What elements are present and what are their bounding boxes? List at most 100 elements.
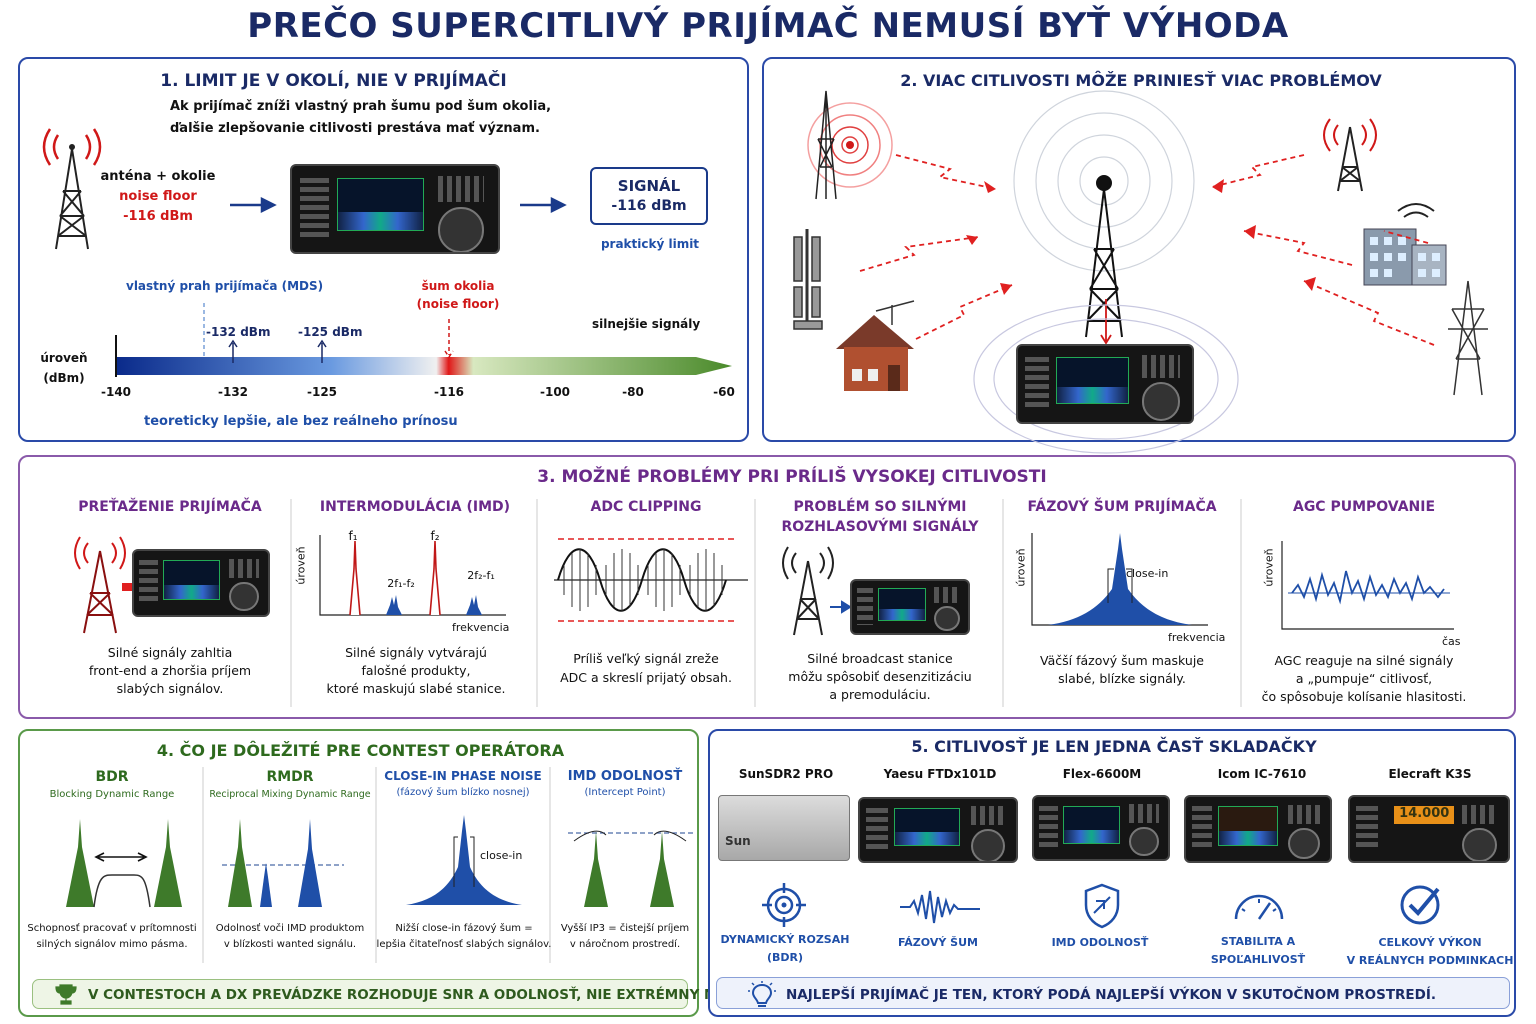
interference-illustration — [793, 90, 1488, 454]
tick-label: -100 — [539, 385, 571, 399]
broadcast-desc: môžu spôsobiť desenzitizáciu — [788, 669, 972, 684]
radio-model-name: Yaesu FTDx101D — [883, 767, 997, 781]
imd-resistance-desc: v náročnom prostredí. — [569, 939, 681, 950]
close-in-desc: Nižší close-in fázový šum = — [395, 923, 533, 934]
adc-clipping-chart — [554, 538, 748, 622]
bdr-chart — [66, 819, 182, 908]
imd-y-axis-label: úroveň — [294, 546, 308, 585]
elecraft-image: 14.000 — [1348, 795, 1510, 863]
trophy-icon — [55, 984, 77, 1005]
feature-label: SPOĽAHLIVOSŤ — [1210, 953, 1306, 966]
agc-desc: AGC reaguje na silné signály — [1274, 653, 1454, 668]
page-title: PREČO SUPERCITLIVÝ PRIJÍMAČ NEMUSÍ BYŤ V… — [247, 6, 1289, 46]
agc-y-axis: úroveň — [1262, 548, 1276, 587]
imd-resistance-heading: IMD ODOLNOSŤ — [567, 769, 683, 784]
tick-label: -80 — [622, 385, 644, 399]
cell-tower-icon — [793, 229, 823, 330]
close-in-desc: lepšia čitateľnosť slabých signálov. — [376, 939, 552, 950]
imd-resistance-subheading: (Intercept Point) — [584, 787, 666, 798]
panel-3-heading: 3. MOŽNÉ PROBLÉMY PRI PRÍLIŠ VYSOKEJ CIT… — [537, 467, 1047, 487]
interference-tower-icon — [807, 90, 893, 200]
imd-desc: Silné signály vytvárajú — [345, 645, 487, 660]
feature-label: V REÁLNYCH PODMINKACH — [1346, 954, 1514, 967]
gauge-icon — [1234, 894, 1284, 920]
ambient-noise-label: šum okolia — [421, 279, 495, 293]
close-in-heading: CLOSE-IN PHASE NOISE — [384, 769, 542, 783]
contest-footer-banner — [32, 979, 688, 1009]
phase-noise-y-axis: úroveň — [1014, 548, 1028, 587]
rmdr-desc: v blízkosti wanted signálu. — [223, 939, 357, 950]
practical-limit-label: praktický limit — [600, 237, 700, 251]
transceiver-image — [1016, 344, 1194, 424]
bdr-subheading: Blocking Dynamic Range — [49, 789, 175, 800]
agc-desc: čo spôsobuje kolísanie hlasitosti. — [1261, 689, 1467, 704]
best-receiver-banner — [716, 977, 1510, 1009]
noise-floor-value: -116 dBm — [123, 209, 193, 224]
imd-resistance-desc: Vyšší IP3 = čistejší príjem — [560, 923, 690, 934]
antenna-tower-icon — [42, 128, 102, 250]
imd-heading: INTERMODULÁCIA (IMD) — [319, 499, 511, 515]
imd-desc: falošné produkty, — [361, 663, 471, 678]
transceiver-image — [858, 797, 1018, 863]
waveform-icon — [900, 890, 980, 924]
tick-label: -140 — [100, 385, 132, 399]
panel-2-heading: 2. VIAC CITLIVOSTI MÔŽE PRINIESŤ VIAC PR… — [900, 71, 1382, 90]
shield-icon — [1084, 883, 1120, 929]
central-antenna-icon — [1085, 175, 1123, 338]
noise-floor-label: noise floor — [119, 189, 197, 204]
imd-f2-label: f₂ — [430, 529, 440, 543]
target-icon — [762, 883, 806, 927]
adc-desc: ADC a skreslí prijatý obsah. — [560, 670, 732, 685]
imd-product-label: 2f₂-f₁ — [467, 569, 495, 582]
feature-label: IMD ODOLNOSŤ — [1051, 936, 1149, 949]
panel-1-desc-1: Ak prijímač zníži vlastný prah šumu pod … — [170, 99, 552, 114]
antenna-label: anténa + okolie — [100, 169, 216, 184]
feature-label: DYNAMICKÝ ROZSAH — [720, 933, 850, 946]
transceiver-image — [290, 164, 500, 254]
agc-desc: a „pumpuje“ citlivosť, — [1295, 671, 1433, 686]
overload-desc: slabých signálov. — [116, 681, 224, 696]
adc-desc: Príliš veľký signál zreže — [573, 651, 719, 666]
transceiver-image — [1184, 795, 1332, 863]
close-in-chart — [406, 815, 522, 905]
imd-f1-label: f₁ — [348, 529, 358, 543]
radio-model-name: SunSDR2 PRO — [738, 767, 834, 781]
panel-high-sensitivity-problems: 3. MOŽNÉ PROBLÉMY PRI PRÍLIŠ VYSOKEJ CIT… — [18, 455, 1516, 719]
phase-noise-chart — [1031, 533, 1208, 626]
phase-noise-close-in: close-in — [1126, 567, 1169, 580]
best-receiver-text: NAJLEPŠÍ PRIJÍMAČ JE TEN, KTORÝ PODÁ NAJ… — [786, 987, 1437, 1003]
overload-desc: Silné signály zahltia — [107, 645, 233, 660]
imd-product-label: 2f₁-f₂ — [387, 577, 415, 590]
transceiver-image — [850, 579, 970, 635]
panel-limit: 1. LIMIT JE V OKOLÍ, NIE V PRIJÍMAČI Ak … — [18, 57, 749, 442]
broadcast-heading: ROZHLASOVÝMI SIGNÁLY — [781, 519, 979, 535]
ambient-noise-sub: (noise floor) — [416, 297, 500, 311]
rmdr-subheading: Reciprocal Mixing Dynamic Range — [209, 789, 371, 800]
radio-model-name: Elecraft K3S — [1388, 767, 1472, 781]
broadcast-tower-icon — [782, 546, 852, 636]
transceiver-image — [1032, 795, 1170, 861]
imd-resistance-chart — [568, 830, 694, 907]
mark-132: -132 dBm — [206, 325, 271, 339]
bdr-heading: BDR — [95, 769, 129, 785]
mds-label: vlastný prah prijímača (MDS) — [126, 279, 324, 293]
lightbulb-icon — [748, 981, 776, 1007]
tick-label: -132 — [217, 385, 249, 399]
arrow-right-icon — [230, 196, 277, 214]
close-in-label: close-in — [480, 849, 523, 862]
panel-more-problems: 2. VIAC CITLIVOSTI MÔŽE PRINIESŤ VIAC PR… — [762, 57, 1516, 454]
panel-1-desc-2: ďalšie zlepšovanie citlivosti prestáva m… — [170, 121, 540, 136]
bdr-desc: silných signálov mimo pásma. — [36, 939, 188, 950]
mark-125: -125 dBm — [298, 325, 363, 339]
panel-1-heading: 1. LIMIT JE V OKOLÍ, NIE V PRIJÍMAČI — [160, 71, 507, 91]
radio-model-name: Flex-6600M — [1062, 767, 1142, 781]
agc-heading: AGC PUMPOVANIE — [1292, 499, 1436, 515]
panel-4-heading: 4. ČO JE DÔLEŽITÉ PRE CONTEST OPERÁTORA — [156, 741, 565, 760]
feature-label: FÁZOVÝ ŠUM — [898, 936, 978, 949]
tick-label: -116 — [433, 385, 465, 399]
phase-noise-desc: slabé, blízke signály. — [1058, 671, 1186, 686]
close-in-subheading: (fázový šum blízko nosnej) — [396, 787, 530, 798]
arrow-right-icon — [520, 196, 567, 214]
adc-heading: ADC CLIPPING — [590, 499, 702, 515]
